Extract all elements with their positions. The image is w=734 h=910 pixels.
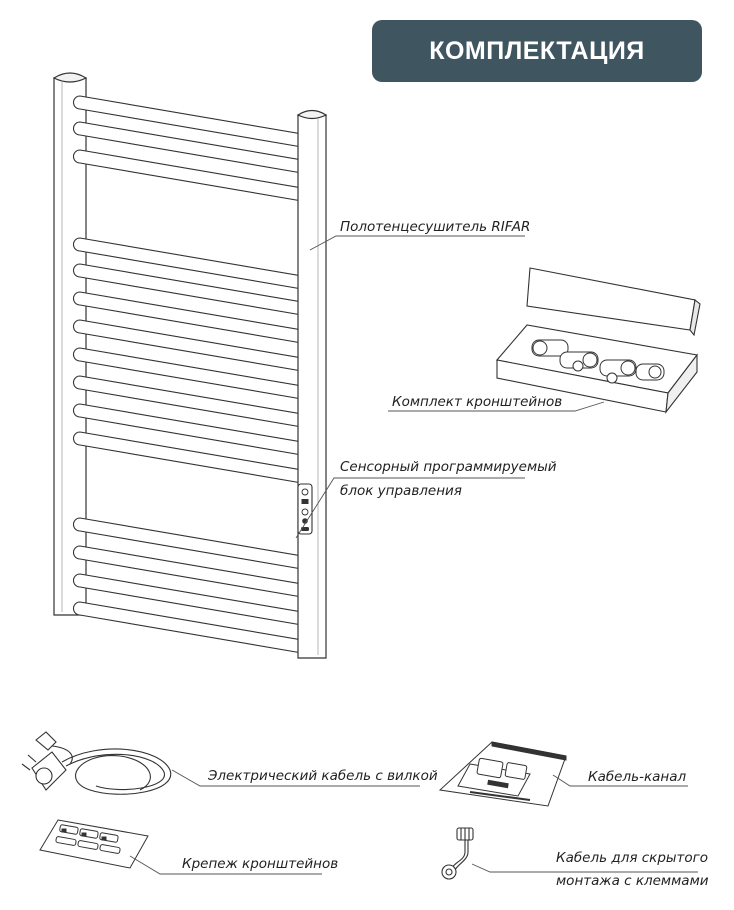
bracket-fasteners-label: Крепеж кронштейнов	[182, 856, 338, 872]
towel-rail	[72, 601, 303, 654]
towel-rail	[72, 375, 303, 428]
towel-rail	[72, 431, 303, 484]
towel-rail	[72, 319, 303, 372]
page-title: КОМПЛЕКТАЦИЯ	[429, 37, 645, 65]
hidden-cable-terminal-icon	[441, 827, 474, 880]
control-unit-label-line1: Сенсорный программируемый	[340, 459, 557, 475]
power-cable-plug-icon	[21, 731, 172, 795]
towel-rail	[72, 95, 303, 148]
towel-rail	[72, 237, 303, 290]
towel-rail	[72, 149, 303, 202]
cable-plug-label: Электрический кабель с вилкой	[207, 768, 438, 784]
cable-channel-label: Кабель-канал	[588, 769, 686, 785]
towel-rail	[72, 573, 303, 626]
towel-rail	[72, 291, 303, 344]
towel-rail	[72, 517, 303, 570]
towel-rail	[72, 403, 303, 456]
towel-warmer-label: Полотенцесушитель RIFAR	[340, 219, 530, 235]
towel-warmer-icon	[52, 72, 328, 659]
towel-rail	[72, 545, 303, 598]
hidden-cable-label-line1: Кабель для скрытого	[556, 850, 708, 866]
bracket-kit-box-icon	[495, 267, 701, 414]
fastener-pack-icon	[39, 819, 149, 869]
header-banner	[372, 20, 702, 82]
towel-rail	[72, 347, 303, 400]
leader-lines	[295, 235, 525, 539]
control-unit-label-line2: блок управления	[340, 483, 462, 499]
towel-rail	[72, 263, 303, 316]
control-unit-icon	[297, 483, 313, 535]
towel-rail	[72, 121, 303, 174]
hidden-cable-label-line2: монтажа с клеммами	[556, 873, 709, 889]
cable-channel-icon	[438, 741, 567, 807]
bracket-kit-label: Комплект кронштейнов	[392, 394, 562, 410]
